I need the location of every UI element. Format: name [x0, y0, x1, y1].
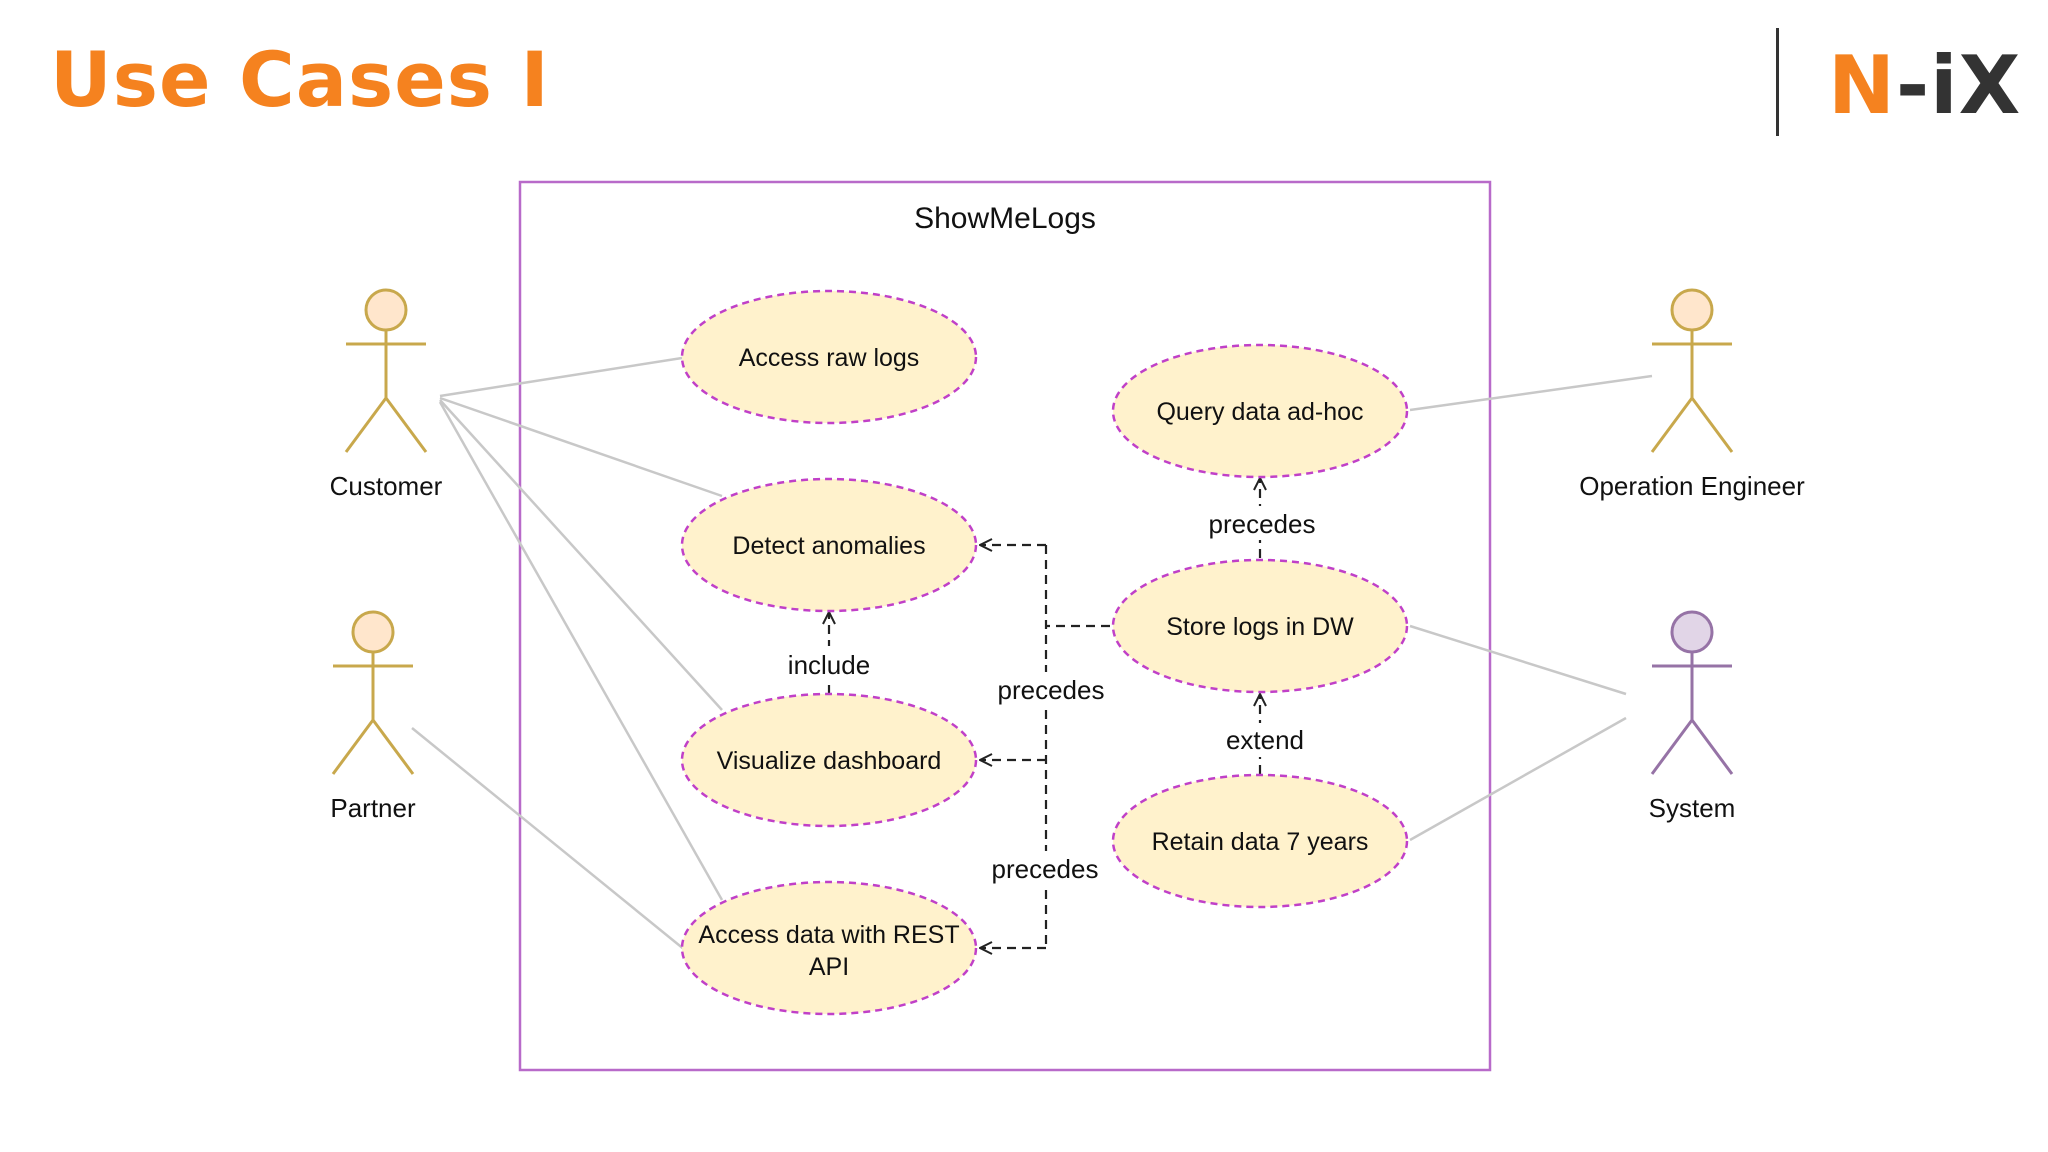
actor-partner[interactable] — [331, 610, 415, 775]
actor-label-partner: Partner — [330, 793, 416, 823]
assoc-operation-engineer-query-adhoc — [1409, 374, 1653, 412]
actor-head — [364, 288, 408, 332]
use-case-retain-data[interactable] — [1111, 773, 1409, 909]
use-case-label-access-rest-line1: Access data with REST — [698, 921, 959, 949]
use-case-visualize-dashboard[interactable] — [680, 692, 978, 828]
assoc-partner-access-rest — [411, 727, 686, 951]
use-case-label-store-logs: Store logs in DW — [1166, 613, 1354, 641]
actor-operation-engineer[interactable] — [1650, 288, 1734, 453]
logo-divider — [1776, 28, 1779, 136]
use-cases — [680, 289, 1409, 1016]
actor-system[interactable] — [1650, 610, 1734, 775]
use-case-label-visualize-dashboard: Visualize dashboard — [717, 747, 942, 775]
label-extend: extend — [1226, 725, 1304, 755]
actor-head — [351, 610, 395, 654]
label-precedes-top: precedes — [1209, 509, 1316, 539]
assoc-customer-detect-anomalies — [439, 396, 723, 498]
actor-label-operation-engineer: Operation Engineer — [1579, 471, 1805, 501]
use-case-label-access-rest-line2: API — [809, 953, 849, 981]
actor-head — [1670, 610, 1714, 654]
logo-letter-n: N — [1828, 39, 1896, 132]
logo-letters-ix: -iX — [1895, 39, 2022, 132]
use-case-query-adhoc[interactable] — [1111, 343, 1409, 479]
use-case-label-retain-data: Retain data 7 years — [1152, 828, 1369, 856]
system-name: ShowMeLogs — [914, 202, 1096, 235]
label-precedes-mid: precedes — [998, 675, 1105, 705]
use-case-store-logs[interactable] — [1111, 558, 1409, 694]
assoc-customer-access-rest — [438, 401, 724, 901]
nix-logo: N-iX — [1828, 38, 2021, 134]
actor-label-customer: Customer — [330, 471, 443, 501]
assoc-system-store-logs — [1409, 624, 1627, 696]
use-case-access-raw-logs[interactable] — [680, 289, 978, 425]
association-lines — [411, 356, 1653, 951]
system-boundary — [518, 180, 1492, 1072]
relationship-labels: include precedes precedes extend precede… — [780, 506, 1317, 885]
actor-label-system: System — [1649, 793, 1736, 823]
assoc-customer-visualize-dashboard — [439, 399, 723, 711]
use-case-access-rest[interactable] — [680, 880, 978, 1016]
actor-head — [1670, 288, 1714, 332]
use-case-label-query-adhoc: Query data ad-hoc — [1156, 398, 1363, 426]
use-case-labels: Access raw logs Detect anomalies Visuali… — [698, 344, 1368, 981]
use-case-detect-anomalies[interactable] — [680, 477, 978, 613]
use-case-label-detect-anomalies: Detect anomalies — [732, 532, 925, 560]
use-case-label-access-raw-logs: Access raw logs — [739, 344, 920, 372]
slide-title: Use Cases I — [50, 35, 550, 124]
assoc-system-retain-data — [1409, 716, 1627, 842]
label-precedes-bottom: precedes — [992, 854, 1099, 884]
assoc-customer-access-raw-logs — [439, 356, 683, 398]
actor-customer[interactable] — [344, 288, 428, 453]
label-include: include — [788, 650, 870, 680]
